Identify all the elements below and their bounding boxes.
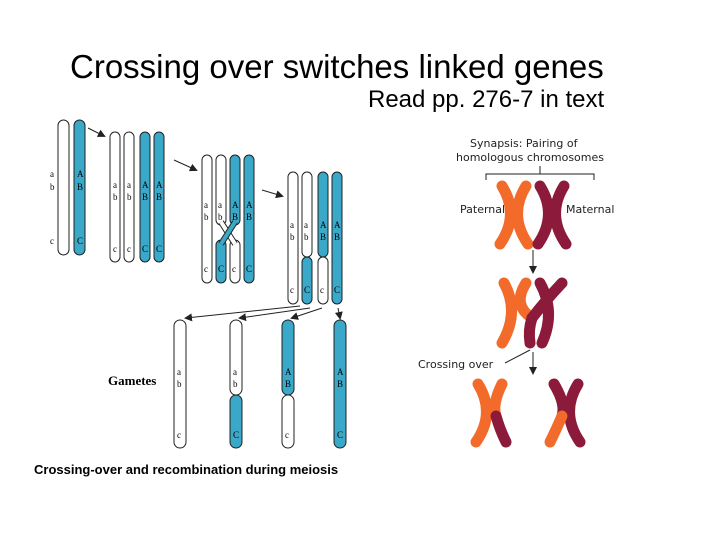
gene-label: b [218,212,223,222]
gene-label: b [204,212,209,222]
gene-label: c [204,264,208,274]
gamete-arrow [290,307,323,320]
gene-label: A [337,367,344,377]
gene-label: B [246,212,252,222]
gene-label: B [285,379,291,389]
gene-label: A [285,367,292,377]
gene-label: A [77,169,84,179]
gene-label: c [177,430,181,440]
gamete-arrow [334,307,343,320]
gene-label: b [304,232,309,242]
gene-label: A [156,180,163,190]
synapsis-heading-line2: homologous chromosomes [456,151,604,164]
gene-label: b [113,192,118,202]
maternal-label: Maternal [566,203,614,216]
gene-label: c [285,430,289,440]
gene-label: C [337,430,343,440]
crossing-maternal [523,277,568,349]
gamete-arrow [238,307,311,322]
gene-label: B [320,232,326,242]
gene-label: B [77,182,83,192]
gene-label: A [232,200,239,210]
gene-label: a [218,200,222,210]
gene-label: B [337,379,343,389]
gamete-chromatid [333,319,347,449]
gene-label: C [233,430,239,440]
gene-label: C [334,285,340,295]
stage-3-crossover: a b a b A B A B c C c C [201,154,255,284]
gene-label: C [218,264,224,274]
gene-label: a [50,169,54,179]
gene-label: C [142,244,148,254]
gamete-chromatid [173,319,187,449]
gene-label: c [50,236,54,246]
recombined-maternal [544,378,586,448]
gene-label: c [127,244,131,254]
gene-label: b [177,379,182,389]
gene-label: B [142,192,148,202]
gene-label: C [246,264,252,274]
crossing-pointer [504,349,531,364]
gene-label: C [304,285,310,295]
figure-caption: Crossing-over and recombination during m… [34,462,338,477]
gamete-arrow [184,305,301,322]
recombined-paternal [470,378,512,448]
gene-label: a [304,220,308,230]
stage-arrow [173,159,198,172]
gene-label: A [334,220,341,230]
gene-label: b [233,379,238,389]
gene-label: A [246,200,253,210]
paternal-chromosome [494,180,534,250]
stage-2-tetrad: a b a b A B A B c c C C [109,131,165,263]
gene-label: b [50,182,55,192]
gene-label: B [156,192,162,202]
stage-4-recombined: a b a b A B A B c C c C [287,171,343,305]
gene-label: a [113,180,117,190]
gene-label: c [320,285,324,295]
gene-label: c [232,264,236,274]
gametes-label: Gametes [108,373,156,388]
gametes-row: a b c a b C A B c A B C [173,319,347,449]
gene-label: a [204,200,208,210]
gene-label: A [142,180,149,190]
gene-label: b [290,232,295,242]
gamete-chromatid [229,394,243,449]
stage-arrow [87,127,106,137]
gene-label: B [232,212,238,222]
stage-1-pair: a b c A B C [50,119,86,256]
maternal-chromosome [532,180,572,250]
chromatid-blue [73,119,86,256]
stage-arrow [261,189,284,199]
gene-label: a [127,180,131,190]
gene-label: a [290,220,294,230]
chromatid-white [57,119,70,256]
gene-label: A [320,220,327,230]
gene-label: C [77,236,83,246]
crossing-over-label: Crossing over [418,358,494,371]
gene-label: B [334,232,340,242]
gene-label: c [290,285,294,295]
gamete-chromatid [281,394,295,449]
gene-label: a [233,367,237,377]
gene-label: a [177,367,181,377]
gene-label: b [127,192,132,202]
left-meiosis-diagram: a b c A B C a b a b A B A B c c C C [34,119,347,477]
gene-label: C [156,244,162,254]
right-synapsis-diagram: Synapsis: Pairing of homologous chromoso… [418,137,614,448]
slide-title: Crossing over switches linked genes [70,48,604,85]
gene-label: c [113,244,117,254]
slide-subtitle: Read pp. 276-7 in text [368,86,605,113]
bracket [485,166,595,180]
synapsis-heading-line1: Synapsis: Pairing of [470,137,579,150]
paternal-label: Paternal [460,203,505,216]
